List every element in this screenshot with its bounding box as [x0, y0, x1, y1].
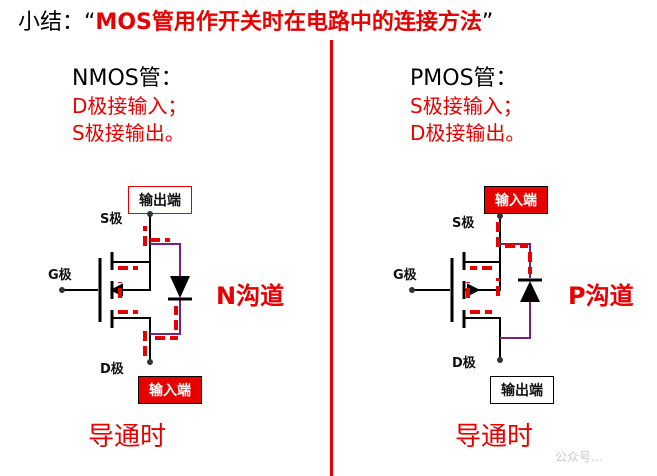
nmos-state-label: 导通时	[88, 422, 167, 452]
nmos-line-1-rest: 极接输入；	[87, 94, 188, 118]
pmos-source-lead	[464, 218, 501, 263]
title-open-quote: “	[84, 10, 96, 35]
pmos-line-1: S极接输入；	[410, 90, 523, 119]
nmos-output-box: 输出端	[128, 186, 192, 214]
nmos-terminals	[59, 211, 153, 365]
nmos-line-1-letter: D	[72, 94, 88, 118]
watermark: 公众号…	[555, 450, 604, 464]
nmos-circuit	[59, 211, 192, 365]
nmos-line-1: D极接输入；	[72, 90, 187, 119]
nmos-line-2-rest: 极接输出。	[84, 121, 185, 145]
pmos-line-2: D极接输出。	[410, 117, 525, 146]
nmos-pin-s: S极	[100, 212, 123, 227]
title-prefix: 小结：	[18, 10, 85, 35]
pmos-pin-s: S极	[452, 216, 475, 231]
nmos-heading: NMOS管：	[72, 66, 183, 91]
pmos-input-box: 输入端	[484, 186, 548, 214]
pmos-state-label: 导通时	[455, 422, 534, 452]
page-title: 小结：“MOS管用作开关时在电路中的连接方法”	[18, 4, 493, 36]
pmos-line-2-letter: D	[410, 121, 426, 145]
title-text: 管用作开关时在电路中的连接方法	[151, 10, 482, 35]
nmos-line-2-letter: S	[72, 121, 85, 145]
nmos-line-2: S极接输出。	[72, 117, 185, 146]
nmos-drain-lead	[112, 317, 151, 360]
title-close-quote: ”	[481, 10, 494, 35]
nmos-diode-wire	[150, 243, 181, 335]
nmos-input-box: 输入端	[138, 376, 202, 404]
nmos-pin-d: D极	[100, 362, 124, 377]
pmos-pin-g: G极	[393, 268, 417, 283]
pmos-line-1-rest: 极接输入；	[422, 94, 523, 118]
nmos-diode	[168, 276, 192, 301]
pmos-terminals	[409, 213, 503, 363]
nmos-pin-g: G极	[48, 268, 72, 283]
nmos-current-path	[118, 226, 178, 356]
pmos-diode	[518, 278, 542, 302]
pmos-pin-d: D极	[452, 356, 476, 371]
pmos-channel-label: P沟道	[568, 282, 634, 310]
nmos-channel-label: N沟道	[216, 282, 285, 310]
title-highlight: MOS	[95, 10, 152, 35]
pmos-output-box: 输出端	[490, 376, 554, 404]
pmos-line-1-letter: S	[410, 94, 423, 118]
center-divider	[330, 40, 333, 476]
nmos-body-lead	[112, 262, 151, 291]
pmos-drain-lead	[464, 317, 501, 358]
pmos-current-path	[466, 222, 532, 314]
pmos-line-2-rest: 极接输出。	[425, 121, 526, 145]
pmos-heading: PMOS管：	[410, 66, 518, 91]
